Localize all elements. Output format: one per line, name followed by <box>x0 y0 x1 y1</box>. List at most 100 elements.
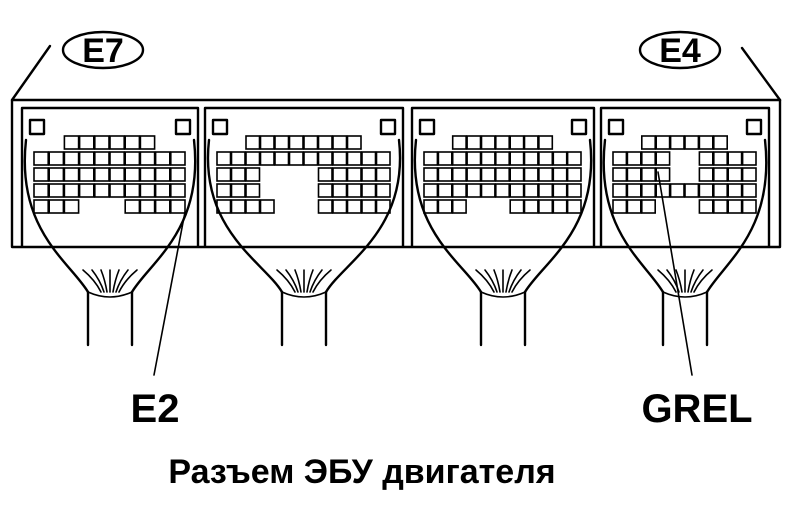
connector-pin <box>94 135 110 150</box>
connector-pin <box>538 151 554 166</box>
connector-pin <box>698 167 714 182</box>
harness-cable <box>86 290 134 347</box>
block-latch <box>379 118 397 136</box>
connector-pin <box>480 167 496 182</box>
harness-cable <box>661 290 709 347</box>
connector-pin <box>274 135 290 150</box>
connector-pin <box>274 151 290 166</box>
wire-harnesses <box>23 138 768 347</box>
connector-pin <box>170 167 186 182</box>
connector-pin <box>626 151 642 166</box>
connector-pin <box>346 135 362 150</box>
harness-wire <box>100 269 108 293</box>
diagram-caption: Разъем ЭБУ двигателя <box>168 453 555 491</box>
connector-pin <box>698 183 714 198</box>
harness-boot <box>602 138 768 294</box>
connector-pin <box>509 151 525 166</box>
ecu-housing <box>10 44 782 249</box>
connector-pin <box>423 151 439 166</box>
harness-wire <box>276 269 296 293</box>
connector-pin <box>288 135 304 150</box>
connector-pin <box>566 183 582 198</box>
connector-pin <box>451 183 467 198</box>
harness-wire <box>312 269 332 293</box>
connector-pin <box>78 167 95 182</box>
connector-pin <box>612 167 628 182</box>
connector-pin <box>124 151 141 166</box>
connector-pin <box>538 183 554 198</box>
connector-pin <box>727 183 743 198</box>
connector-pin <box>375 167 391 182</box>
harness-cable-top <box>480 291 526 298</box>
harness-wire <box>493 269 501 293</box>
connector-pin <box>655 151 671 166</box>
connector-pin <box>451 167 467 182</box>
connector-pin <box>170 151 186 166</box>
connector-pin <box>741 151 757 166</box>
harness-wire <box>115 269 129 293</box>
connector-pin <box>698 135 714 150</box>
connector-pin <box>332 167 348 182</box>
connector-pin <box>216 167 232 182</box>
connector-pin <box>423 167 439 182</box>
connector-pin <box>698 199 714 214</box>
connector-pin <box>288 151 304 166</box>
connector-pin <box>684 183 700 198</box>
connector-pin <box>332 183 348 198</box>
harness-wire <box>693 269 713 293</box>
connector-pin <box>139 135 156 150</box>
connector-pin <box>494 167 510 182</box>
connector-pin <box>259 135 275 150</box>
harness-cable <box>479 290 527 347</box>
connector-pin <box>523 199 539 214</box>
connector-pin <box>63 135 80 150</box>
connector-pin <box>509 199 525 214</box>
grel-label: GREL <box>641 387 752 431</box>
connector-pin <box>154 183 171 198</box>
connector-pin <box>640 151 656 166</box>
connector-pin <box>437 167 453 182</box>
connector-pin <box>523 167 539 182</box>
block-latch <box>418 118 436 136</box>
connector-pin <box>109 167 125 182</box>
harness-wire <box>687 269 695 293</box>
connector-pin <box>655 135 671 150</box>
connector-pin <box>451 135 467 150</box>
connector-pin <box>154 167 171 182</box>
connector-pin <box>139 167 156 182</box>
connector-pin <box>361 167 377 182</box>
connector-pin <box>566 167 582 182</box>
connector-pin <box>437 151 453 166</box>
connector-pin <box>494 183 510 198</box>
connector-pin <box>332 151 348 166</box>
wire-harness-1 <box>23 138 197 347</box>
harness-wire <box>294 269 302 293</box>
connector-pin <box>230 199 246 214</box>
connector-pin <box>523 135 539 150</box>
connector-pin <box>346 199 362 214</box>
harness-wire <box>505 269 513 293</box>
connector-pin <box>626 167 642 182</box>
connector-pin <box>63 167 80 182</box>
connector-block-3 <box>410 106 596 248</box>
connector-pin <box>538 167 554 182</box>
harness-wire <box>112 269 120 293</box>
connector-pin <box>451 151 467 166</box>
connector-block-1 <box>20 106 200 248</box>
connector-pin <box>727 199 743 214</box>
connector-pin <box>317 135 333 150</box>
connector-pin <box>109 135 125 150</box>
connector-pin <box>741 167 757 182</box>
connector-pin <box>640 167 656 182</box>
connector-pin <box>640 199 656 214</box>
connector-pin <box>375 151 391 166</box>
connector-pin <box>538 135 554 150</box>
connector-pin <box>466 151 482 166</box>
harness-wire <box>82 269 102 293</box>
connector-block-2 <box>203 106 405 248</box>
connector-pin <box>346 151 362 166</box>
connector-pin <box>94 151 110 166</box>
connector-pin <box>566 151 582 166</box>
block-outline <box>410 106 596 248</box>
connector-pin <box>124 183 141 198</box>
